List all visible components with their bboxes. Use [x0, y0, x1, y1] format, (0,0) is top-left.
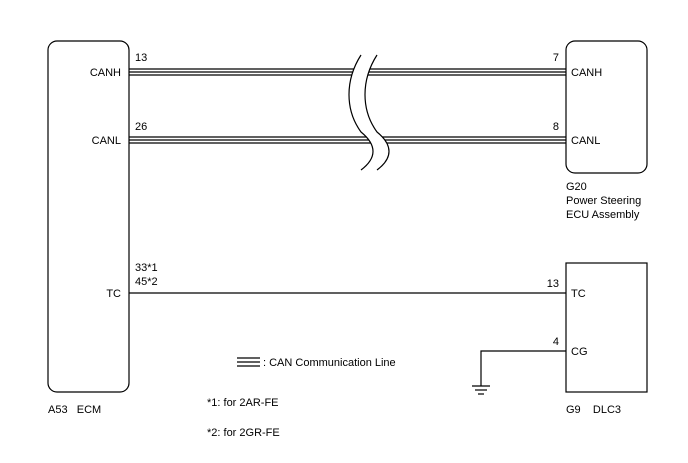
cg-wire [480, 350, 566, 386]
ps-ecu-label-name-1: Power Steering [566, 195, 641, 207]
ecm-canl-terminal: CANL [92, 135, 121, 147]
legend-text: : CAN Communication Line [263, 357, 396, 369]
legend-can-line-icon [237, 357, 260, 367]
ecm-tc-pin-2ar: 33*1 [135, 262, 158, 274]
ecm-tc-terminal: TC [106, 288, 121, 300]
ps-ecu-canl-pin: 8 [553, 121, 559, 133]
canh-bus-line [129, 68, 566, 76]
note-2gr-fe: *2: for 2GR-FE [207, 427, 280, 439]
ecm-canh-terminal: CANH [90, 67, 121, 79]
ecm-canl-pin: 26 [135, 121, 147, 133]
ps-ecu-label-code: G20 [566, 181, 587, 193]
dlc3-tc-pin: 13 [547, 278, 559, 290]
ps-ecu-box [565, 40, 648, 174]
ecm-canh-pin: 13 [135, 52, 147, 64]
dlc3-box [565, 262, 648, 393]
note-2ar-fe: *1: for 2AR-FE [207, 397, 279, 409]
canl-bus-line [129, 136, 566, 144]
dlc3-cg-pin: 4 [553, 336, 559, 348]
ecm-tc-pin-2gr: 45*2 [135, 276, 158, 288]
ps-ecu-canl-terminal: CANL [571, 135, 600, 147]
ecm-label: A53 ECM [48, 404, 101, 416]
dlc3-cg-terminal: CG [571, 346, 588, 358]
dlc3-label: G9 DLC3 [566, 404, 621, 416]
ps-ecu-label-name-2: ECU Assembly [566, 209, 640, 221]
ps-ecu-canh-pin: 7 [553, 52, 559, 64]
ecm-box [47, 40, 130, 393]
ground-icon [472, 385, 490, 395]
ps-ecu-canh-terminal: CANH [571, 67, 602, 79]
wire-break-symbol [348, 54, 390, 171]
dlc3-tc-terminal: TC [571, 288, 586, 300]
